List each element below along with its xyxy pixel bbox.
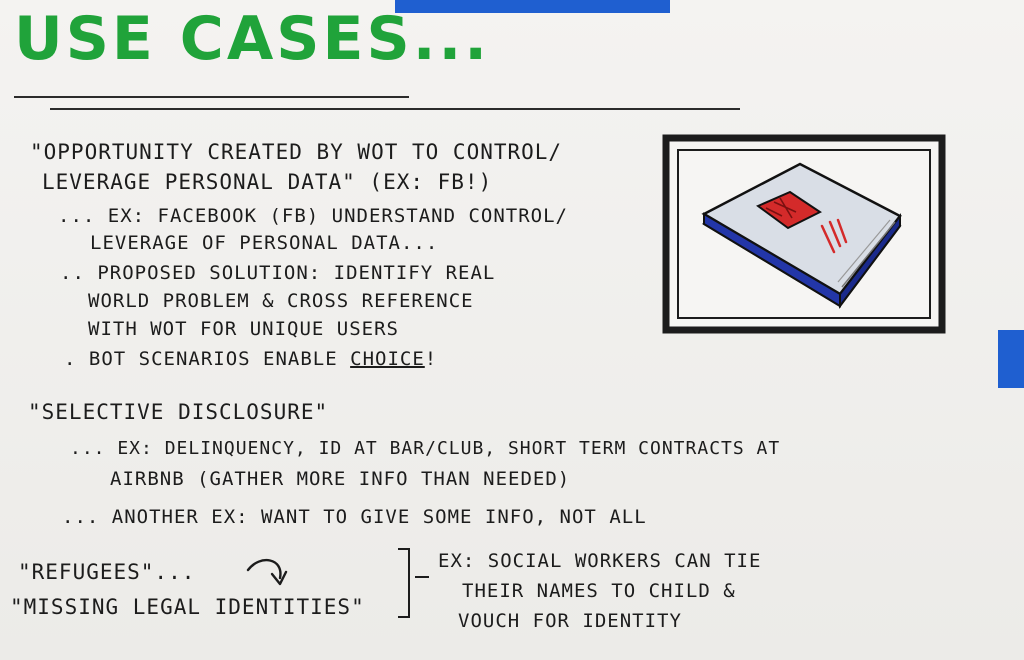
bracket [398, 548, 410, 618]
section3-note-line2: THEIR NAMES TO CHILD & [462, 580, 736, 602]
section1-heading-line1: "OPPORTUNITY CREATED BY WOT TO CONTROL/ [30, 140, 563, 164]
section1-item3-suffix: ! [424, 348, 438, 370]
section1-item1-line2: LEVERAGE OF PERSONAL DATA... [90, 232, 439, 254]
section1-item2-line2: WORLD PROBLEM & CROSS REFERENCE [88, 290, 474, 312]
tape-top [395, 0, 670, 13]
section1-item1-line1: ... EX: FACEBOOK (FB) UNDERSTAND CONTROL… [58, 205, 568, 227]
section2-item1-line1: ... EX: DELINQUENCY, ID AT BAR/CLUB, SHO… [70, 438, 781, 459]
section3-note-line1: EX: SOCIAL WORKERS CAN TIE [438, 550, 762, 572]
section2-item1-line2: AIRBNB (GATHER MORE INFO THAN NEEDED) [110, 468, 571, 490]
bracket-dash [415, 576, 429, 578]
section1-item3-prefix: . BOT SCENARIOS ENABLE [64, 348, 338, 370]
missing-identities-label: "MISSING LEGAL IDENTITIES" [10, 595, 365, 619]
section1-item2-line1: .. PROPOSED SOLUTION: IDENTIFY REAL [60, 262, 496, 284]
book-sketch-icon [662, 134, 946, 334]
section1-item2-line3: WITH WOT FOR UNIQUE USERS [88, 318, 399, 340]
title-underline-long [50, 108, 740, 110]
tape-right [998, 330, 1024, 388]
section1-heading-line2: LEVERAGE PERSONAL DATA" (EX: FB!) [42, 170, 493, 194]
section3-note-line3: VOUCH FOR IDENTITY [458, 610, 682, 632]
choice-emphasis: CHOICE [350, 348, 425, 370]
section2-heading: "SELECTIVE DISCLOSURE" [28, 400, 329, 424]
title-underline [14, 96, 409, 98]
page-title: USE CASES... [14, 4, 491, 74]
section2-item2: ... ANOTHER EX: WANT TO GIVE SOME INFO, … [62, 506, 647, 528]
section1-item3: . BOT SCENARIOS ENABLE CHOICE! [64, 348, 437, 370]
refugees-label: "REFUGEES"... [18, 560, 196, 584]
curved-arrow-icon [246, 558, 288, 586]
